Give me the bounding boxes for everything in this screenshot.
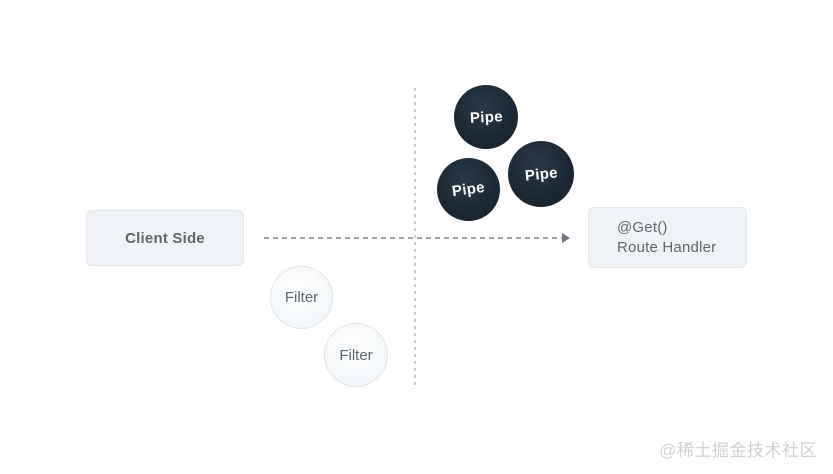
pipe-label: Pipe xyxy=(469,107,503,127)
request-flow-arrowhead-icon xyxy=(562,233,570,243)
pipe-node[interactable]: Pipe xyxy=(508,141,574,207)
request-flow-arrow-line xyxy=(264,237,562,239)
filter-node[interactable]: Filter xyxy=(270,266,333,329)
route-handler-label: Route Handler xyxy=(617,238,717,256)
pipe-node[interactable]: Pipe xyxy=(437,158,500,221)
filter-label: Filter xyxy=(339,346,373,364)
pipe-label: Pipe xyxy=(451,178,486,201)
pipe-label: Pipe xyxy=(523,163,559,185)
client-side-node[interactable]: Client Side xyxy=(86,210,244,266)
watermark: @稀土掘金技术社区 xyxy=(659,441,817,460)
filter-node[interactable]: Filter xyxy=(324,323,388,387)
route-handler-decorator-label: @Get() xyxy=(617,218,668,236)
client-side-label: Client Side xyxy=(125,229,205,247)
pipe-node[interactable]: Pipe xyxy=(454,85,518,149)
filter-label: Filter xyxy=(284,289,319,306)
route-handler-node[interactable]: @Get() Route Handler xyxy=(588,207,747,268)
